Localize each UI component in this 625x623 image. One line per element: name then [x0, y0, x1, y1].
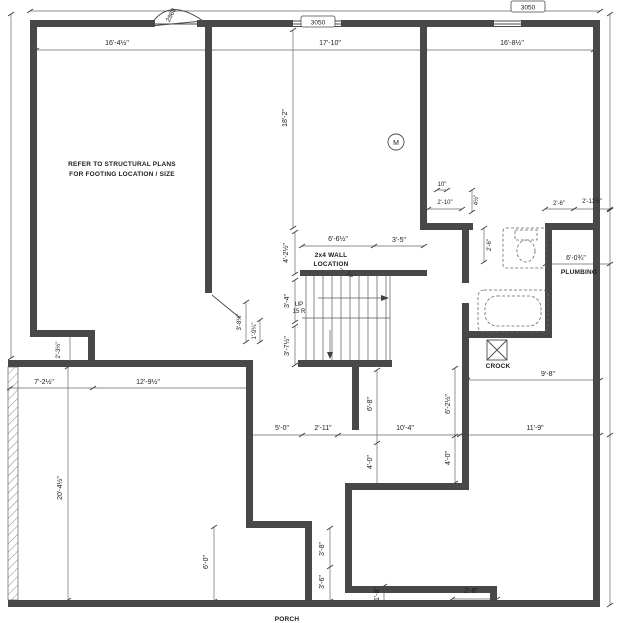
dim-six-six-half: 6'-6½" — [328, 235, 348, 243]
structural-note-line2: FOR FOOTING LOCATION / SIZE — [69, 171, 175, 178]
dim-six-two-half: 6'-2½" — [444, 394, 452, 414]
labels-layer: 16'-4½" 17'-10" 16'-8½" 2868 3050 3050 R… — [34, 5, 602, 623]
dim-twenty-four-half: 20'-4½" — [56, 476, 64, 500]
plumbing-note: PLUMBING — [561, 269, 597, 276]
dim-twelve-nine-half: 12'-9½" — [136, 378, 160, 386]
toilet-tank — [514, 229, 538, 241]
dim-two-eleven-half: 2'-11½" — [582, 198, 602, 205]
dim-three-six: 3'-6" — [319, 575, 326, 589]
hatched-foundation-wall — [7, 366, 19, 601]
window-size-label-right: 3050 — [521, 5, 536, 12]
dim-ten-four: 10'-4" — [396, 425, 414, 432]
dim-four-two-half: 4'-2½" — [282, 243, 290, 263]
toilet-bowl — [516, 239, 536, 263]
stairs-up-label: UP — [295, 302, 303, 308]
crock-x-lines — [486, 339, 508, 361]
dim-room-height: 18'-2" — [282, 109, 289, 127]
structural-note-line1: REFER TO STRUCTURAL PLANS — [68, 161, 176, 168]
wall-location-note-line2: LOCATION — [313, 261, 348, 268]
dim-top-left: 16'-4½" — [105, 39, 129, 47]
stair-direction-arrowheads — [327, 295, 389, 359]
wall-location-arrowhead — [345, 270, 353, 277]
dimension-ticks — [6, 8, 614, 608]
dim-top-center: 17'-10" — [319, 40, 341, 47]
dim-two-three-half: 2'-3½" — [55, 342, 62, 359]
interior-door-swing — [211, 294, 241, 319]
dim-two-eight: 2'-8" — [464, 588, 478, 595]
dim-six-zero-three-q: 6'-0¾" — [566, 255, 586, 262]
crock-label: CROCK — [486, 363, 511, 370]
dim-six-eight: 6'-8" — [367, 397, 374, 411]
window-label-box-right — [510, 0, 546, 13]
door-swing-arc — [149, 9, 204, 27]
window-label-box-center — [300, 15, 336, 28]
dimension-lines-layer — [6, 8, 614, 608]
dim-two-six-b: 2'-6" — [487, 239, 493, 251]
dim-two-ten: 2'-10" — [437, 200, 452, 206]
dim-four-zero-a: 4'-0" — [367, 455, 374, 469]
dim-top-right: 16'-8½" — [500, 39, 524, 47]
fixtures-layer — [300, 0, 549, 361]
dim-three-five: 3'-5" — [392, 237, 406, 244]
stair-treads — [302, 276, 391, 360]
bathtub-inner — [484, 295, 542, 327]
dim-three-eight-half: 3'-8½" — [236, 314, 243, 331]
dim-eleven-nine: 11'-9" — [526, 425, 544, 432]
crock-symbol — [486, 339, 508, 361]
stairs-risers-label: 15 R — [293, 309, 306, 315]
meter-letter: M — [393, 140, 399, 147]
dim-two-six-a: 2'-6" — [553, 201, 565, 207]
wall-location-note-line1: 2x4 WALL — [315, 252, 348, 259]
dimension-lines — [10, 10, 611, 605]
dim-one-eight: 1'-8" — [374, 587, 381, 601]
porch-label: PORCH — [275, 616, 300, 623]
dim-two-eleven: 2'-11" — [314, 425, 332, 432]
dim-six-zero: 6'-0" — [203, 555, 210, 569]
dim-seven-two-half: 7'-2½" — [34, 378, 54, 386]
dim-four-half-in: 4½" — [473, 195, 480, 205]
dim-three-four: 3'-4" — [284, 294, 291, 308]
bathtub-outer — [477, 289, 549, 333]
dim-three-seven-half: 3'-7½" — [283, 336, 291, 356]
dim-three-eight: 3'-8" — [319, 542, 326, 556]
dim-nine-eight: 9'-8" — [541, 371, 555, 378]
dim-five-zero: 5'-0" — [275, 425, 289, 432]
stairs — [302, 276, 391, 360]
window-size-label-center: 3050 — [311, 20, 326, 27]
dim-ten-in: 10" — [438, 182, 447, 188]
dim-one-nine-quarter: 1'-9¼" — [252, 323, 258, 340]
dim-four-zero-b: 4'-0" — [445, 451, 452, 465]
meter-circle — [387, 133, 405, 151]
